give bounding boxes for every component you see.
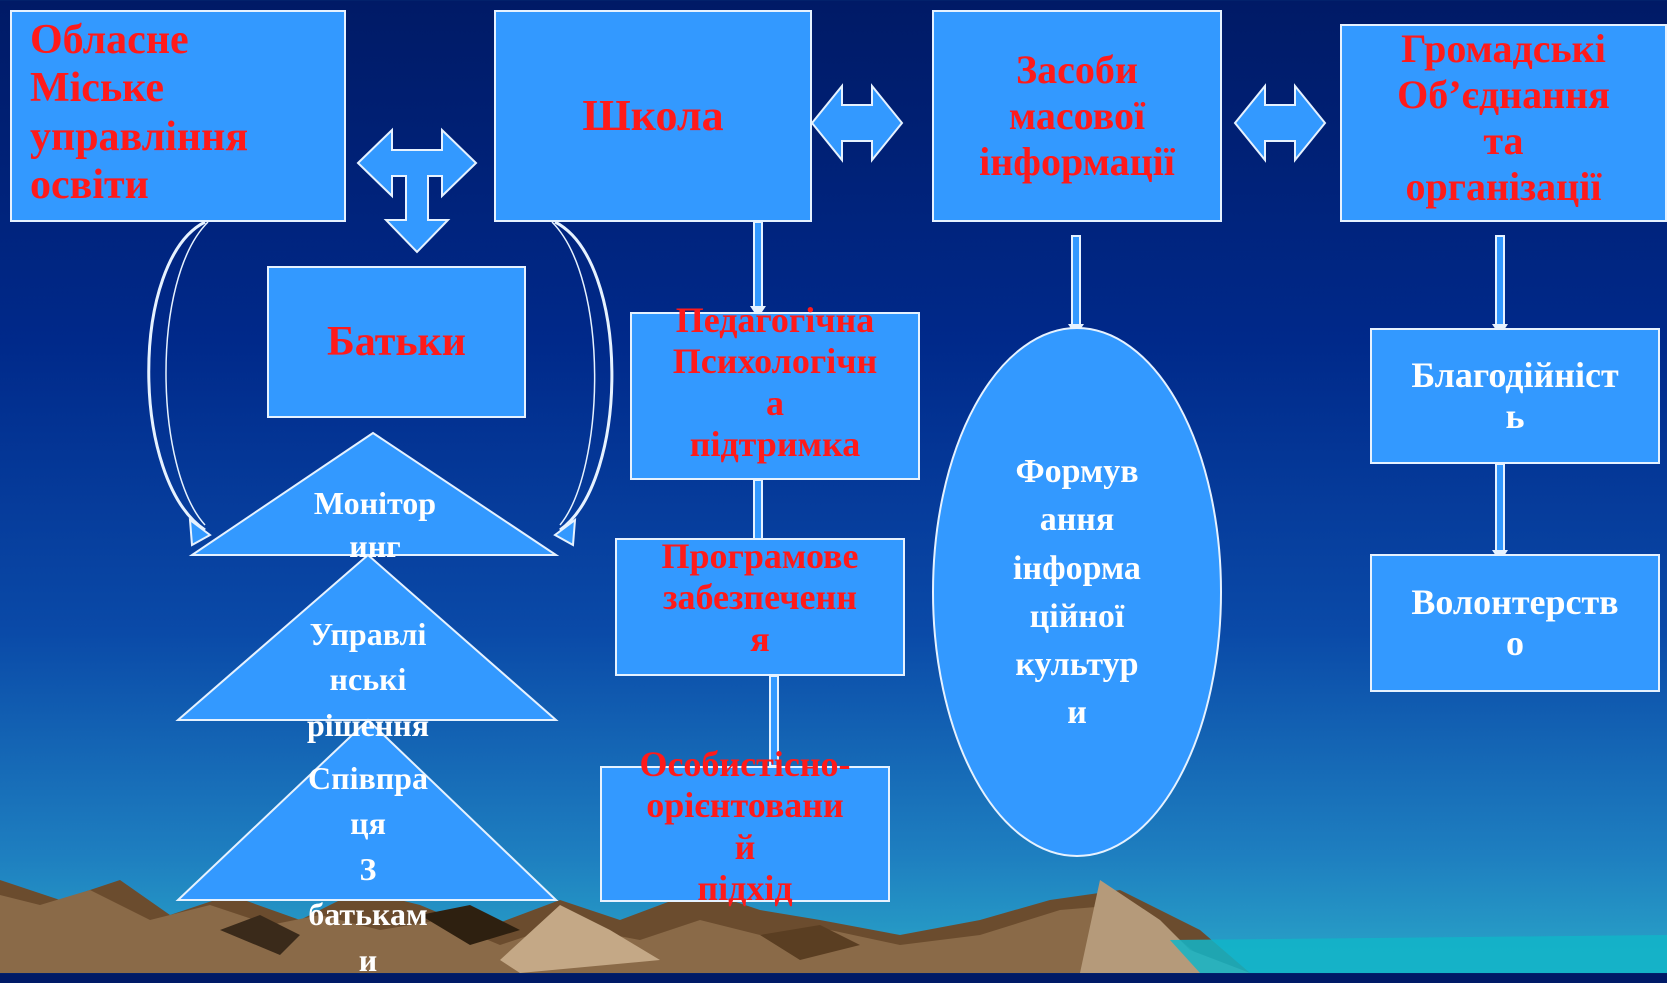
- arrow-t-connector: [356, 127, 478, 254]
- ped-support-label: Педагогічна Психологічн а підтримка: [672, 300, 878, 465]
- curved-arrow-left-head: [188, 517, 212, 547]
- software-label: Програмове забезпеченн я: [661, 536, 859, 659]
- monitoring-label: Монітор инг: [313, 485, 437, 565]
- cooperation-label: Співпра ця З батькам и: [308, 760, 428, 978]
- mass-media-label: Засоби масової інформації: [979, 47, 1175, 184]
- mountains-decoration: [0, 880, 1667, 973]
- school-box: Школа: [494, 10, 812, 222]
- curved-arrow-left: [147, 220, 209, 532]
- triangles: [175, 431, 560, 901]
- mass-media-box: Засоби масової інформації: [932, 10, 1222, 222]
- school-label: Школа: [582, 90, 724, 140]
- vertical-connectors: [753, 221, 1505, 767]
- curved-arrow-right: [551, 220, 614, 532]
- parents-box: Батьки: [267, 266, 526, 418]
- personal-approach-label: Особистісно- орієнтовани й підхід: [639, 744, 851, 909]
- info-culture-label: Формув ання інформа ційної культур и: [1013, 453, 1141, 732]
- software-box: Програмове забезпеченн я: [615, 536, 905, 676]
- ped-support-box: Педагогічна Психологічн а підтримка: [630, 300, 920, 480]
- personal-approach-box: Особистісно- орієнтовани й підхід: [600, 744, 890, 908]
- volunteering-label: Волонтерств о: [1411, 581, 1619, 663]
- management-decisions-label: Управлі нські рішення: [306, 616, 430, 743]
- volunteering-box: Волонтерств о: [1370, 554, 1660, 692]
- curved-arrow-right-head: [553, 517, 577, 547]
- regional-education-label: Обласне Міське управління освіти: [30, 17, 249, 208]
- charity-box: Благодійніст ь: [1370, 328, 1660, 464]
- public-orgs-label: Громадські Об’єднання та організації: [1397, 26, 1610, 209]
- public-orgs-box: Громадські Об’єднання та організації: [1340, 24, 1667, 222]
- arrow-school-media: [810, 83, 904, 163]
- arrow-media-orgs: [1233, 83, 1327, 163]
- regional-education-box: Обласне Міське управління освіти: [10, 10, 346, 222]
- info-culture-ellipse: [932, 327, 1222, 857]
- parents-label: Батьки: [327, 318, 466, 365]
- charity-label: Благодійніст ь: [1411, 354, 1619, 436]
